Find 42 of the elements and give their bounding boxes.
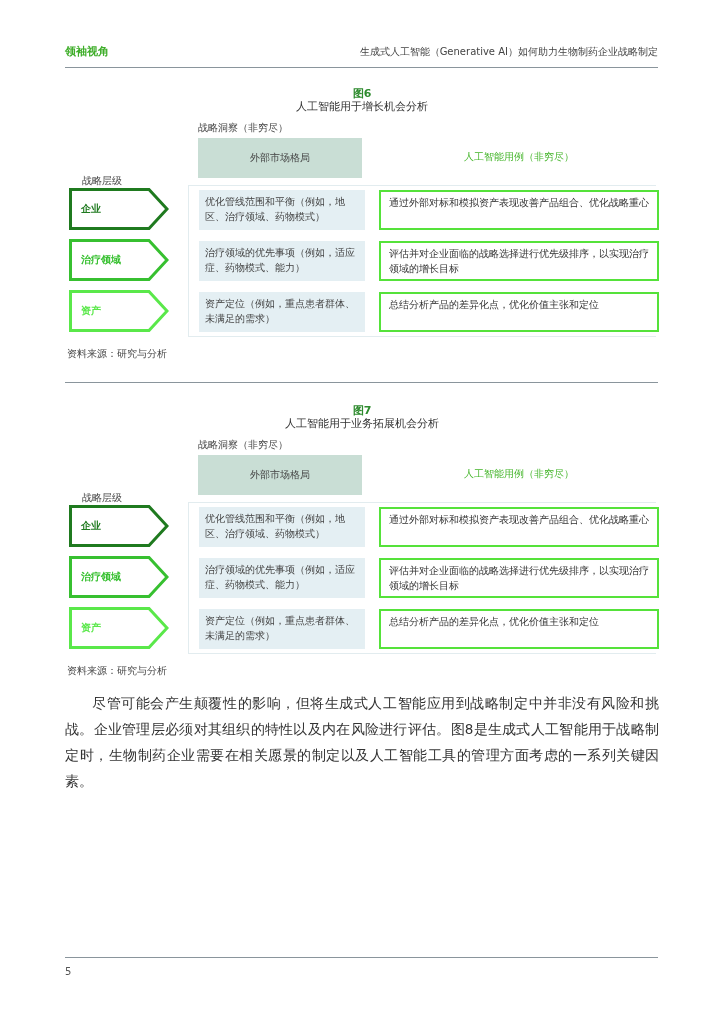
insight-cell: 资产定位（例如，重点患者群体、未满足的需求） xyxy=(199,609,365,649)
column-header-box: 外部市场格局 xyxy=(198,138,362,178)
level-label: 治疗领域 xyxy=(81,570,121,584)
page-number: 5 xyxy=(65,966,73,977)
figure-number: 图7 xyxy=(351,403,373,418)
level-label: 企业 xyxy=(81,202,101,216)
level-label: 资产 xyxy=(81,304,101,318)
running-header: 生成式人工智能（Generative AI）如何助力生物制药企业战略制定 xyxy=(358,45,658,59)
level-label: 企业 xyxy=(81,519,101,533)
level-header-tab xyxy=(69,505,169,547)
level-label: 治疗领域 xyxy=(81,253,121,267)
figure-title: 人工智能用于增长机会分析 xyxy=(295,99,429,114)
level-header-tab xyxy=(69,556,169,598)
use-case-box: 总结分析产品的差异化点，优化价值主张和定位 xyxy=(379,609,659,649)
insight-cell: 治疗领域的优先事项（例如，适应症、药物模式、能力） xyxy=(199,558,365,598)
level-header-tab xyxy=(69,290,169,332)
insight-cell: 优化管线范围和平衡（例如，地区、治疗领域、药物模式） xyxy=(199,190,365,230)
use-case-box: 评估并对企业面临的战略选择进行优先级排序，以实现治疗领域的增长目标 xyxy=(379,241,659,281)
use-case-box: 评估并对企业面临的战略选择进行优先级排序，以实现治疗领域的增长目标 xyxy=(379,558,659,598)
column-heading: 人工智能用例（非穷尽） xyxy=(463,467,575,481)
use-case-box: 通过外部对标和模拟资产表现改善产品组合、优化战略重心 xyxy=(379,190,659,230)
column-heading: 人工智能用例（非穷尽） xyxy=(463,150,575,164)
level-header-tab xyxy=(69,239,169,281)
level-header-tab xyxy=(69,607,169,649)
insight-cell: 治疗领域的优先事项（例如，适应症、药物模式、能力） xyxy=(199,241,365,281)
section-label: 领袖视角 xyxy=(65,45,110,59)
source-note: 资料来源：研究与分析 xyxy=(67,664,168,678)
body-paragraph: 尽管可能会产生颠覆性的影响，但将生成式人工智能应用到战略制定中并非没有风险和挑战。企业管理层必须对其组织的特性以及内在风险进行评估。图8是生成式人工智能用于战略制定时，生物制药企业需要在相关愿景的制定以及人工智能工具的管理方面考虑的一系列关键因素。 xyxy=(65,694,659,791)
level-header-tab xyxy=(69,188,169,230)
insight-cell: 优化管线范围和平衡（例如，地区、治疗领域、药物模式） xyxy=(199,507,365,547)
figure-title: 人工智能用于业务拓展机会分析 xyxy=(284,416,440,431)
column-group-heading: 战略洞察（非穷尽） xyxy=(198,121,289,135)
row-group-heading: 战略层级 xyxy=(82,174,123,188)
use-case-box: 通过外部对标和模拟资产表现改善产品组合、优化战略重心 xyxy=(379,507,659,547)
source-note: 资料来源：研究与分析 xyxy=(67,347,168,361)
column-header-box: 外部市场格局 xyxy=(198,455,362,495)
use-case-box: 总结分析产品的差异化点，优化价值主张和定位 xyxy=(379,292,659,332)
level-label: 资产 xyxy=(81,621,101,635)
row-group-heading: 战略层级 xyxy=(82,491,123,505)
insight-cell: 资产定位（例如，重点患者群体、未满足的需求） xyxy=(199,292,365,332)
figure-number: 图6 xyxy=(351,86,373,101)
column-group-heading: 战略洞察（非穷尽） xyxy=(198,438,289,452)
